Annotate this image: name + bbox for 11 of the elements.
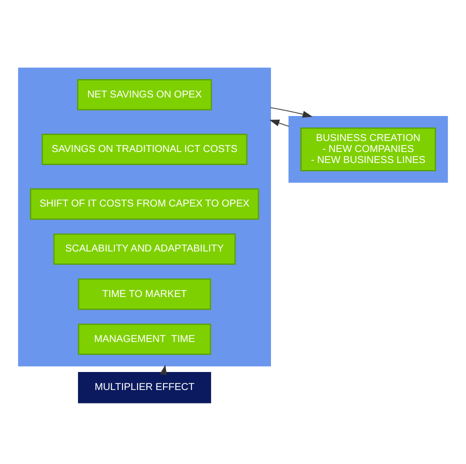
node-box: TIME TO MARKET bbox=[78, 278, 212, 310]
node-box: SAVINGS ON TRADITIONAL ICT COSTS bbox=[42, 134, 248, 166]
cluster bbox=[18, 68, 271, 366]
node-box: BUSINESS CREATION - NEW COMPANIES - NEW BUSINESS LINES bbox=[300, 127, 436, 172]
node-box: MANAGEMENT TIME bbox=[78, 324, 212, 355]
arrow bbox=[269, 120, 290, 127]
node-box: SHIFT OF IT COSTS FROM CAPEX TO OPEX bbox=[30, 188, 260, 220]
node-box: NET SAVINGS ON OPEX bbox=[77, 79, 212, 110]
node-box: SCALABILITY AND ADAPTABILITY bbox=[53, 233, 236, 265]
arrow bbox=[270, 107, 313, 118]
cluster bbox=[288, 116, 448, 183]
